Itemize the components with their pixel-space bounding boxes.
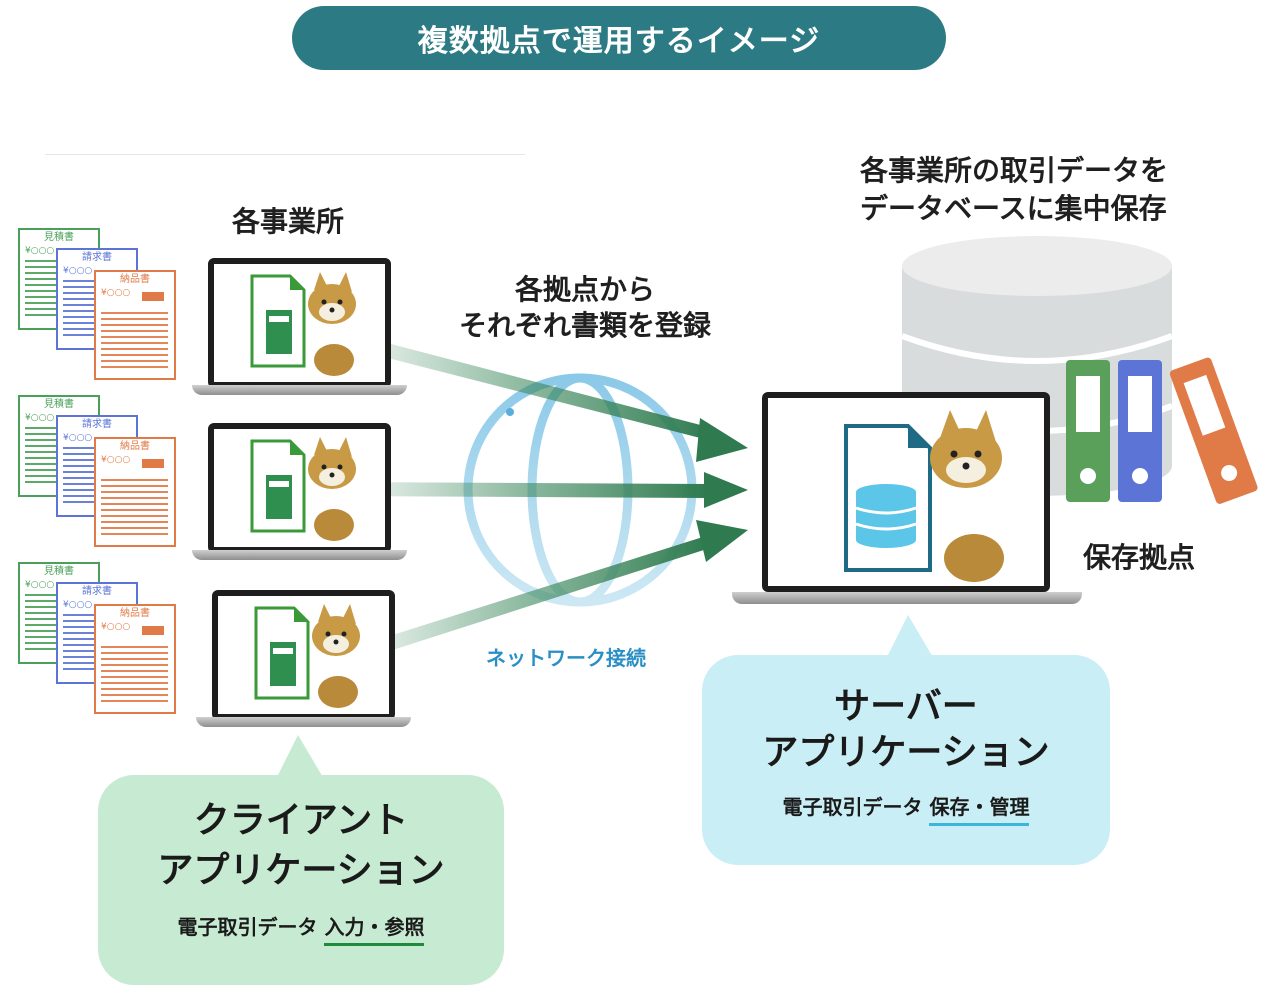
document-stack-3: 見積書 ¥○○○ 請求書 ¥○○○ 納品書 ¥○○○ — [16, 560, 191, 720]
doc-stamp-box — [142, 292, 164, 301]
server-app-bubble: サーバー アプリケーション 電子取引データ 保存・管理 — [702, 655, 1110, 865]
delivery-document: 納品書 ¥○○○ — [94, 270, 176, 380]
doc-title: 請求書 — [82, 586, 112, 597]
arrows-label-line1: 各拠点から — [514, 273, 655, 306]
doc-stamp-box — [142, 459, 164, 468]
network-label: ネットワーク接続 — [486, 646, 646, 670]
doc-amount: ¥○○○ — [25, 413, 55, 423]
server-bubble-pointer — [886, 615, 934, 659]
mascot-dog-icon — [308, 437, 356, 541]
db-caption-line2: データベースに集中保存 — [860, 192, 1167, 225]
arrow-1 — [341, 332, 748, 462]
page-title: 複数拠点で運用するイメージ — [417, 24, 821, 59]
server-title-line2: アプリケーション — [762, 732, 1050, 773]
client-laptop-3-base — [196, 717, 411, 727]
branch-label: 各事業所 — [232, 205, 345, 238]
doc-stamp-box — [142, 626, 164, 635]
doc-lines — [101, 479, 168, 537]
server-app-icon — [844, 410, 1004, 582]
client-app-icon — [250, 272, 356, 376]
doc-title: 見積書 — [44, 566, 74, 577]
client-laptop-3 — [212, 590, 395, 720]
client-app-icon — [254, 604, 360, 708]
mascot-dog-icon — [930, 410, 1004, 582]
doc-lines — [101, 646, 168, 704]
storage-label: 保存拠点 — [1083, 541, 1196, 574]
server-title-line1: サーバー — [834, 686, 978, 727]
client-title-line2: アプリケーション — [157, 850, 445, 891]
divider — [45, 154, 525, 155]
arrows-label: 各拠点から それぞれ書類を登録 — [420, 272, 750, 344]
delivery-document: 納品書 ¥○○○ — [94, 437, 176, 547]
client-laptop-2 — [208, 423, 391, 553]
doc-title: 請求書 — [82, 252, 112, 263]
document-stack-1: 見積書 ¥○○○ 請求書 ¥○○○ 納品書 ¥○○○ — [16, 226, 191, 386]
globe-dot — [506, 408, 514, 416]
orange-binder-icon — [1169, 357, 1258, 504]
document-stack-2: 見積書 ¥○○○ 請求書 ¥○○○ 納品書 ¥○○○ — [16, 393, 191, 553]
doc-amount: ¥○○○ — [25, 580, 55, 590]
server-laptop-base — [732, 592, 1082, 604]
client-app-bubble: クライアント アプリケーション 電子取引データ 入力・参照 — [98, 775, 504, 985]
doc-amount: ¥○○○ — [101, 622, 131, 632]
client-subtitle-highlight: 入力・参照 — [324, 915, 425, 946]
mascot-dog-icon — [312, 604, 360, 708]
client-laptop-1 — [208, 258, 391, 388]
doc-title: 納品書 — [120, 274, 150, 285]
doc-title: 納品書 — [120, 608, 150, 619]
doc-lines — [101, 312, 168, 370]
doc-title: 納品書 — [120, 441, 150, 452]
doc-amount: ¥○○○ — [101, 455, 131, 465]
doc-title: 見積書 — [44, 232, 74, 243]
doc-amount: ¥○○○ — [63, 433, 93, 443]
database-icon — [855, 484, 917, 548]
delivery-document: 納品書 ¥○○○ — [94, 604, 176, 714]
arrow-3 — [345, 520, 748, 664]
client-laptop-1-base — [192, 385, 407, 395]
doc-title: 請求書 — [82, 419, 112, 430]
doc-amount: ¥○○○ — [63, 600, 93, 610]
db-caption: 各事業所の取引データを データベースに集中保存 — [860, 152, 1168, 228]
doc-title: 見積書 — [44, 399, 74, 410]
arrow-2 — [340, 472, 748, 508]
mascot-dog-icon — [308, 272, 356, 376]
arrows-label-line2: それぞれ書類を登録 — [458, 309, 711, 342]
doc-amount: ¥○○○ — [25, 246, 55, 256]
doc-amount: ¥○○○ — [101, 288, 131, 298]
client-app-icon — [250, 437, 356, 541]
client-title-line1: クライアント — [193, 800, 409, 841]
green-binder-icon — [1066, 360, 1110, 502]
db-caption-line1: 各事業所の取引データを — [860, 154, 1169, 187]
client-laptop-2-base — [192, 550, 407, 560]
title-banner: 複数拠点で運用するイメージ — [292, 6, 946, 70]
client-subtitle: 電子取引データ 入力・参照 — [98, 911, 504, 946]
server-subtitle-prefix: 電子取引データ — [782, 795, 923, 819]
doc-amount: ¥○○○ — [63, 266, 93, 276]
client-bubble-pointer — [276, 735, 324, 779]
server-laptop — [762, 392, 1050, 592]
server-subtitle-highlight: 保存・管理 — [929, 795, 1030, 826]
client-subtitle-prefix: 電子取引データ — [177, 915, 318, 939]
blue-binder-icon — [1118, 360, 1162, 502]
server-subtitle: 電子取引データ 保存・管理 — [702, 791, 1110, 826]
